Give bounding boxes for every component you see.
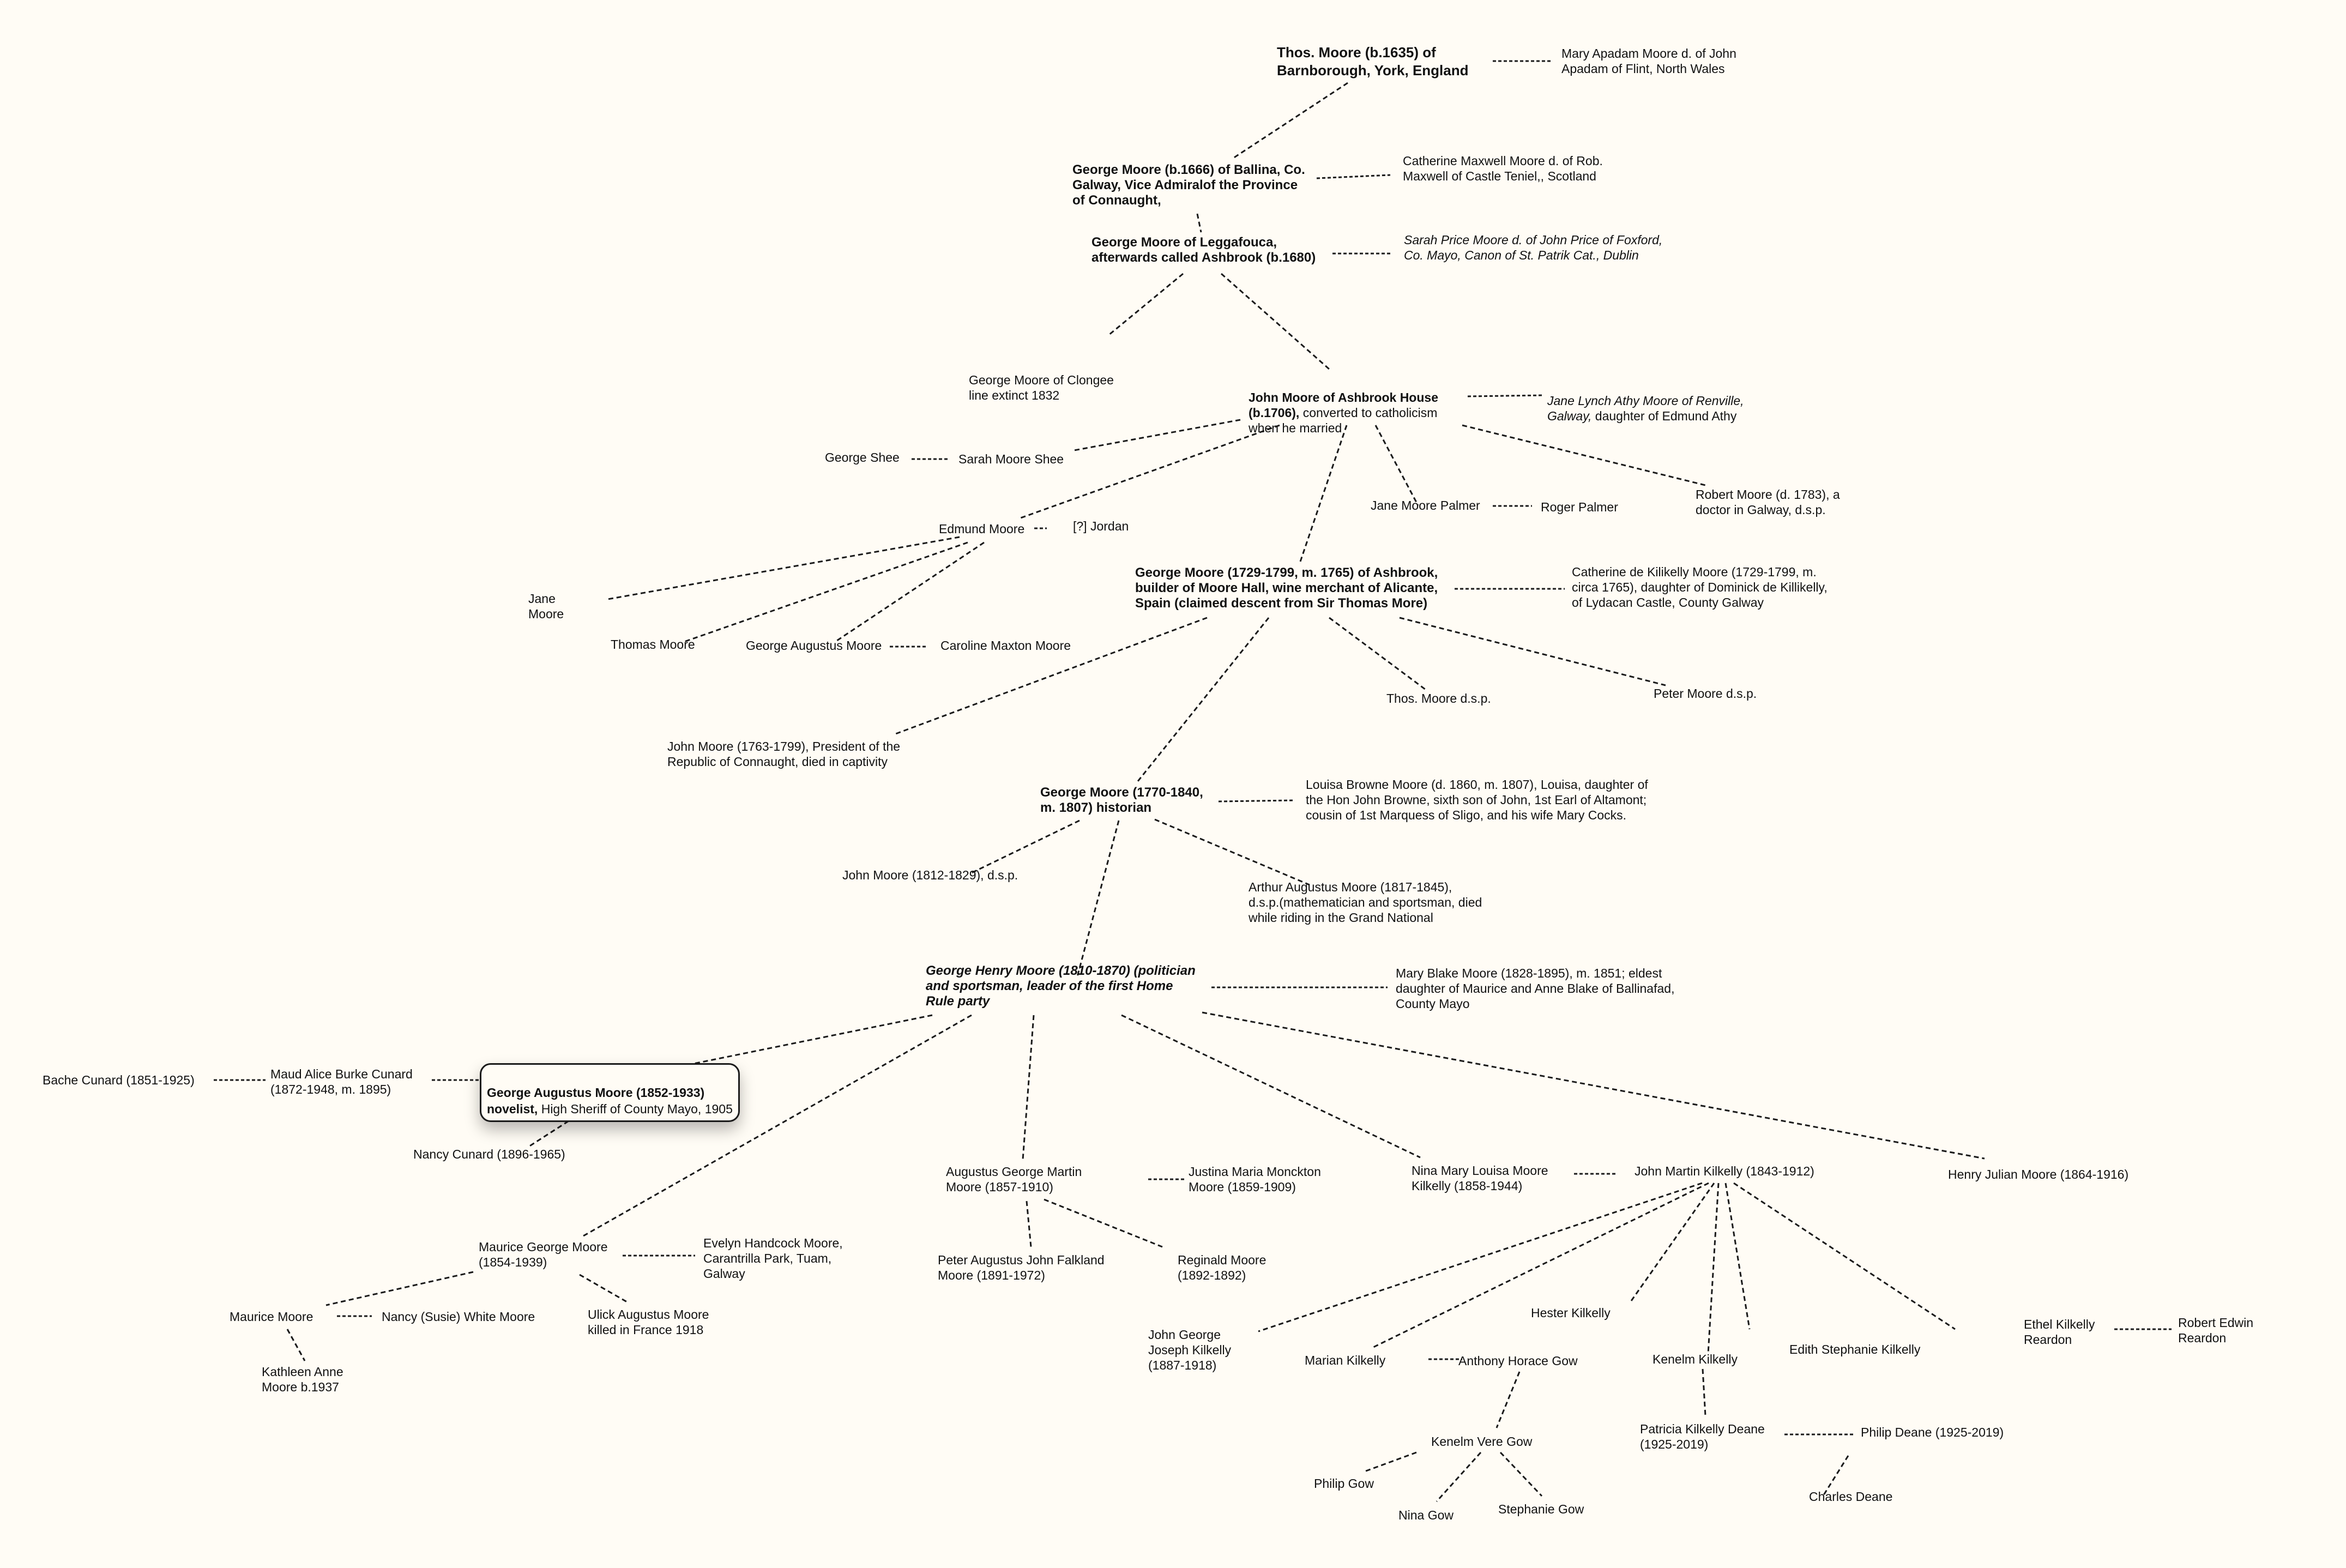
node-maurice-moore[interactable]: Maurice Moore xyxy=(230,1310,313,1324)
node-george-moore-clongee[interactable]: George Moore of Clongee line extinct 183… xyxy=(969,373,1114,402)
node-sarah-price-moore[interactable]: Sarah Price Moore d. of John Price of Fo… xyxy=(1404,233,1663,262)
node-edith-stephanie-kilkelly[interactable]: Edith Stephanie Kilkelly xyxy=(1789,1342,1921,1356)
node-john-george-joseph-kilkelly[interactable]: John George Joseph Kilkelly (1887-1918) xyxy=(1148,1328,1232,1372)
node-ethel-kilkelly-reardon[interactable]: Ethel Kilkelly Reardon xyxy=(2024,1317,2095,1347)
node-sarah-moore-shee[interactable]: Sarah Moore Shee xyxy=(958,452,1064,466)
node-louisa-browne-moore[interactable]: Louisa Browne Moore (d. 1860, m. 1807), … xyxy=(1306,777,1648,822)
node-catherine-maxwell-moore[interactable]: Catherine Maxwell Moore d. of Rob. Maxwe… xyxy=(1403,154,1603,183)
node-george-augustus-moore-sr[interactable]: George Augustus Moore xyxy=(746,638,882,653)
node-jane-moore[interactable]: Jane Moore xyxy=(528,592,564,621)
node-thos-moore-dsp[interactable]: Thos. Moore d.s.p. xyxy=(1386,691,1491,705)
node-catherine-de-kilikelly-moore[interactable]: Catherine de Kilikelly Moore (1729-1799,… xyxy=(1572,565,1828,610)
node-peter-augustus-john-falkland-moore[interactable]: Peter Augustus John Falkland Moore (1891… xyxy=(938,1253,1105,1282)
node-hester-kilkelly[interactable]: Hester Kilkelly xyxy=(1531,1306,1611,1320)
node-john-moore-1763[interactable]: John Moore (1763-1799), President of the… xyxy=(667,739,901,769)
node-kathleen-anne-moore[interactable]: Kathleen Anne Moore b.1937 xyxy=(262,1365,343,1394)
node-nina-mary-louisa-moore-kilkelly[interactable]: Nina Mary Louisa Moore Kilkelly (1858-19… xyxy=(1412,1163,1548,1193)
node-robert-moore-1783[interactable]: Robert Moore (d. 1783), a doctor in Galw… xyxy=(1696,487,1840,517)
node-robert-edwin-reardon[interactable]: Robert Edwin Reardon xyxy=(2178,1316,2254,1345)
node-george-shee[interactable]: George Shee xyxy=(825,450,900,465)
node-nancy-susie-white-moore[interactable]: Nancy (Susie) White Moore xyxy=(382,1310,535,1324)
node-augustus-george-martin-moore[interactable]: Augustus George Martin Moore (1857-1910) xyxy=(946,1165,1082,1194)
node-john-moore-ashbrook-note: converted to catholicism when he married xyxy=(1249,406,1438,435)
node-kenelm-kilkelly[interactable]: Kenelm Kilkelly xyxy=(1653,1352,1738,1366)
node-jordan[interactable]: [?] Jordan xyxy=(1073,519,1129,533)
node-mary-apadam-moore[interactable]: Mary Apadam Moore d. of John Apadam of F… xyxy=(1561,46,1736,76)
node-john-moore-1812[interactable]: John Moore (1812-1829), d.s.p. xyxy=(842,868,1018,882)
node-john-moore-ashbrook-name: John Moore of Ashbrook House (b.1706), xyxy=(1249,390,1438,420)
node-caroline-maxton-moore[interactable]: Caroline Maxton Moore xyxy=(940,638,1071,653)
node-thos-moore-1635[interactable]: Thos. Moore (b.1635) of Barnborough, Yor… xyxy=(1277,44,1469,79)
node-patricia-kilkelly-deane[interactable]: Patricia Kilkelly Deane (1925-2019) xyxy=(1640,1422,1765,1451)
node-george-moore-1666[interactable]: George Moore (b.1666) of Ballina, Co. Ga… xyxy=(1072,162,1305,208)
node-bache-cunard[interactable]: Bache Cunard (1851-1925) xyxy=(43,1073,195,1087)
node-george-moore-1770[interactable]: George Moore (1770-1840, m. 1807) histor… xyxy=(1040,785,1203,815)
node-philip-deane[interactable]: Philip Deane (1925-2019) xyxy=(1861,1425,2004,1439)
node-jane-lynch-note: daughter of Edmund Athy xyxy=(1591,409,1737,423)
node-nancy-cunard[interactable]: Nancy Cunard (1896-1965) xyxy=(413,1147,565,1161)
node-evelyn-handcock-moore[interactable]: Evelyn Handcock Moore, Carantrilla Park,… xyxy=(703,1236,843,1281)
node-nina-gow[interactable]: Nina Gow xyxy=(1398,1508,1454,1522)
node-kenelm-vere-gow[interactable]: Kenelm Vere Gow xyxy=(1431,1434,1533,1449)
node-roger-palmer[interactable]: Roger Palmer xyxy=(1541,500,1618,514)
node-george-augustus-moore-1852-name: George Augustus Moore (1852-1933) noveli… xyxy=(487,1085,705,1116)
node-charles-deane[interactable]: Charles Deane xyxy=(1809,1489,1893,1504)
node-stephanie-gow[interactable]: Stephanie Gow xyxy=(1498,1502,1584,1516)
node-anthony-horace-gow[interactable]: Anthony Horace Gow xyxy=(1458,1354,1578,1368)
node-philip-gow[interactable]: Philip Gow xyxy=(1314,1476,1374,1491)
node-ulick-augustus-moore[interactable]: Ulick Augustus Moore killed in France 19… xyxy=(588,1307,709,1337)
node-reginald-moore[interactable]: Reginald Moore (1892-1892) xyxy=(1178,1253,1267,1282)
node-thomas-moore[interactable]: Thomas Moore xyxy=(611,637,695,652)
node-jane-lynch-name: Jane Lynch Athy Moore of Renville, Galwa… xyxy=(1547,394,1744,423)
node-edmund-moore[interactable]: Edmund Moore xyxy=(939,522,1025,536)
node-peter-moore-dsp[interactable]: Peter Moore d.s.p. xyxy=(1654,686,1757,701)
node-george-moore-leggafouca[interactable]: George Moore of Leggafouca, afterwards c… xyxy=(1091,235,1316,265)
node-jane-lynch-athy-moore[interactable]: Jane Lynch Athy Moore of Renville, Galwa… xyxy=(1547,378,1744,424)
node-marian-kilkelly[interactable]: Marian Kilkelly xyxy=(1305,1353,1386,1367)
node-maurice-george-moore[interactable]: Maurice George Moore (1854-1939) xyxy=(479,1240,608,1269)
node-justina-maria-monckton-moore[interactable]: Justina Maria Monckton Moore (1859-1909) xyxy=(1189,1165,1321,1194)
node-george-moore-1729[interactable]: George Moore (1729-1799, m. 1765) of Ash… xyxy=(1135,565,1438,611)
node-george-augustus-moore-1852-note: High Sheriff of County Mayo, 1905 xyxy=(538,1102,733,1116)
node-arthur-augustus-moore[interactable]: Arthur Augustus Moore (1817-1845), d.s.p… xyxy=(1249,880,1482,925)
node-george-henry-moore[interactable]: George Henry Moore (1810-1870) (politici… xyxy=(926,963,1196,1009)
node-george-augustus-moore-1852[interactable]: George Augustus Moore (1852-1933) noveli… xyxy=(480,1063,740,1122)
node-henry-julian-moore[interactable]: Henry Julian Moore (1864-1916) xyxy=(1948,1167,2129,1181)
node-john-martin-kilkelly[interactable]: John Martin Kilkelly (1843-1912) xyxy=(1635,1164,1814,1178)
node-maud-alice-burke-cunard[interactable]: Maud Alice Burke Cunard (1872-1948, m. 1… xyxy=(270,1067,413,1096)
node-john-moore-ashbrook[interactable]: John Moore of Ashbrook House (b.1706), c… xyxy=(1249,375,1438,436)
node-mary-blake-moore[interactable]: Mary Blake Moore (1828-1895), m. 1851; e… xyxy=(1396,966,1675,1011)
node-jane-moore-palmer[interactable]: Jane Moore Palmer xyxy=(1371,498,1480,512)
